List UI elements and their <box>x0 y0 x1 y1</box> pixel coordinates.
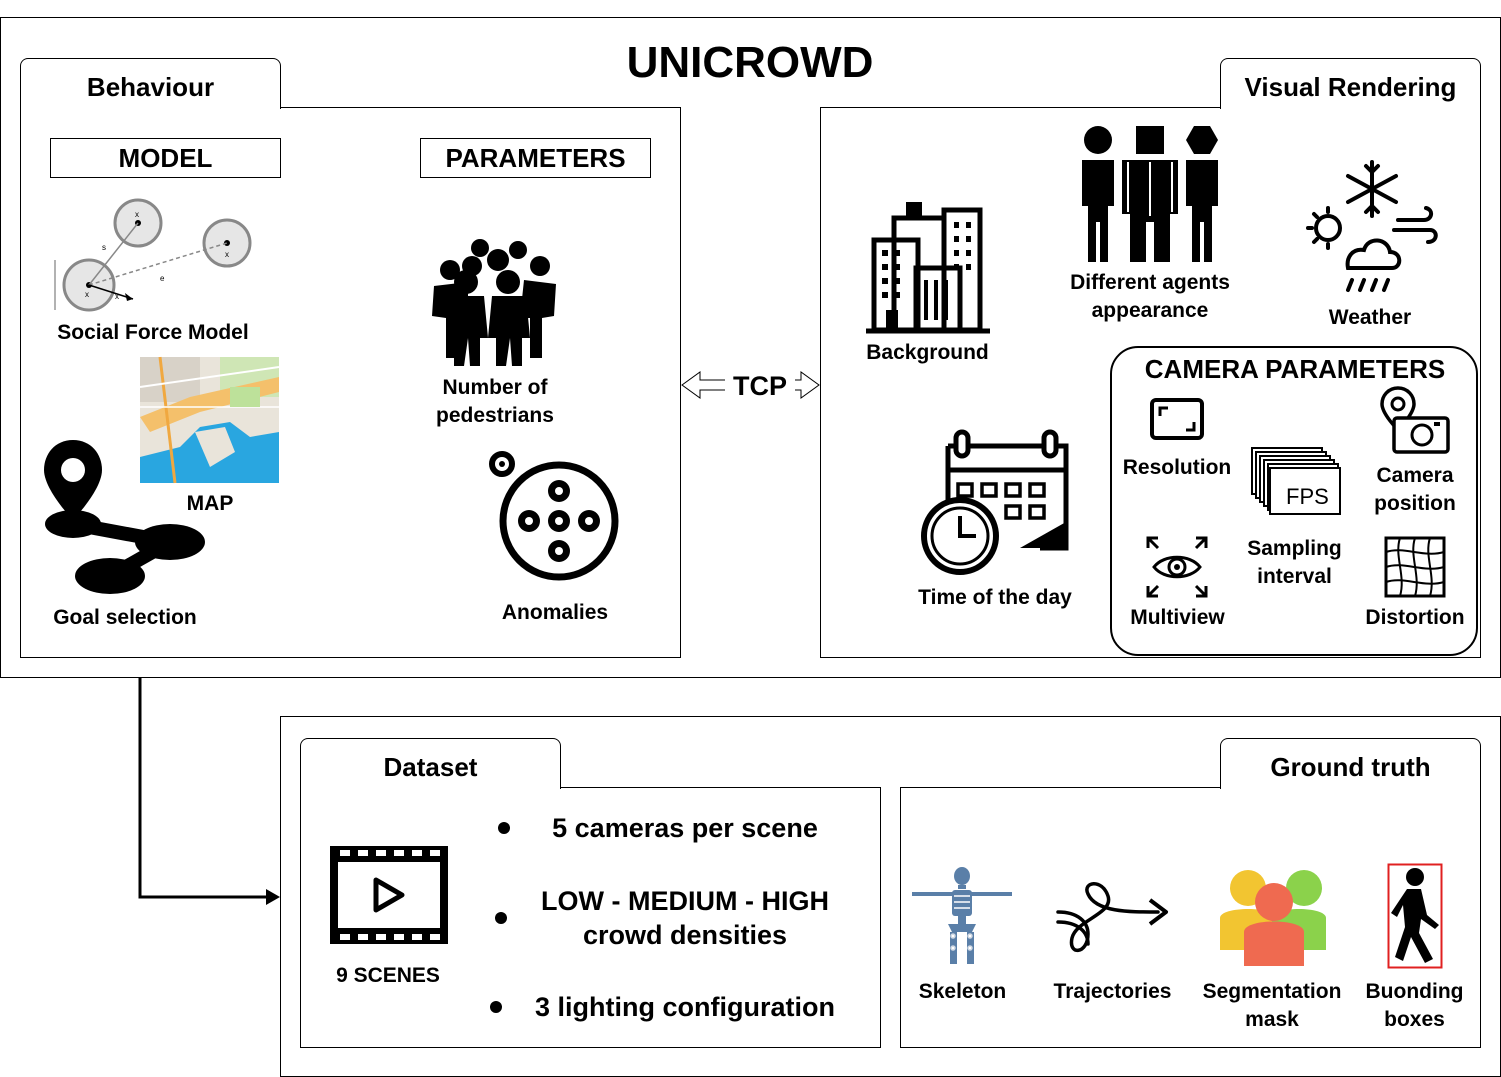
time-of-day-label: Time of the day <box>918 586 1072 609</box>
number-of-pedestrians-label: Number of pedestrians <box>436 376 554 427</box>
distortion-label: Distortion <box>1365 606 1465 629</box>
agents-appearance-label: Different agents appearance <box>1070 271 1230 322</box>
behaviour-tab: Behaviour <box>20 58 281 109</box>
main-title: UNICROWD <box>626 38 874 87</box>
ground-truth-tab: Ground truth <box>1220 738 1481 789</box>
segmentation-mask-label: Segmentation mask <box>1202 980 1342 1031</box>
skeleton-icon <box>912 867 1012 964</box>
anomalies-label: Anomalies <box>501 601 609 624</box>
model-header: MODEL <box>50 138 281 178</box>
bounding-box-icon <box>1387 863 1443 969</box>
agents-appearance-icon <box>1082 126 1218 262</box>
play-icon <box>373 877 405 913</box>
bullet-dot <box>495 912 507 924</box>
distortion-icon <box>1384 536 1446 598</box>
bounding-boxes-label: Buonding boxes <box>1365 980 1464 1031</box>
social-force-model-label: Social Force Model <box>57 321 249 344</box>
weather-label: Weather <box>1328 306 1412 329</box>
anomalies-icon <box>489 451 619 581</box>
camera-parameters-box <box>1110 346 1478 656</box>
svg-text:x: x <box>115 292 119 301</box>
multiview-icon <box>1146 536 1208 598</box>
weather-icon <box>1306 160 1438 292</box>
scenes-label: 9 SCENES <box>336 964 440 987</box>
fps-stack-icon: FPS <box>1251 447 1341 515</box>
ground-truth-panel <box>900 787 1481 1048</box>
tcp-label: TCP <box>725 370 795 402</box>
trajectories-label: Trajectories <box>1053 980 1172 1003</box>
camera-parameters-title: CAMERA PARAMETERS <box>1144 354 1446 384</box>
parameters-header: PARAMETERS <box>420 138 651 178</box>
buildings-icon <box>866 202 990 334</box>
map-label: MAP <box>186 492 234 515</box>
crowd-icon <box>432 239 556 366</box>
dataset-bullet-3: 3 lighting configuration <box>535 992 835 1022</box>
svg-text:x: x <box>225 250 229 259</box>
goal-selection-icon <box>44 440 205 594</box>
dataset-bullet-2: LOW - MEDIUM - HIGH crowd densities <box>541 886 829 950</box>
svg-text:x: x <box>135 210 139 219</box>
sampling-interval-label: Sampling interval <box>1247 537 1342 588</box>
trajectories-icon <box>1056 882 1168 952</box>
dataset-bullet-1: 5 cameras per scene <box>552 813 818 843</box>
social-force-diagram: x x x s e x <box>54 198 252 312</box>
multiview-label: Multiview <box>1130 606 1225 629</box>
calendar-clock-icon <box>921 429 1069 575</box>
video-icon <box>330 846 448 944</box>
svg-text:x: x <box>85 290 89 299</box>
background-label: Background <box>866 341 989 364</box>
fps-text: FPS <box>1286 484 1329 509</box>
bullet-dot <box>498 822 510 834</box>
map-icon <box>139 356 280 484</box>
goal-selection-label: Goal selection <box>53 606 197 629</box>
skeleton-label: Skeleton <box>918 980 1007 1003</box>
bullet-dot <box>490 1001 502 1013</box>
camera-position-label: Camera position <box>1374 464 1456 515</box>
camera-position-icon <box>1380 386 1450 454</box>
dataset-tab: Dataset <box>300 738 561 789</box>
flow-arrow <box>138 677 280 905</box>
segmentation-mask-icon <box>1220 870 1326 966</box>
svg-text:s: s <box>102 243 106 252</box>
visual-rendering-tab: Visual Rendering <box>1220 58 1481 109</box>
svg-text:e: e <box>160 274 165 283</box>
resolution-icon <box>1150 398 1204 440</box>
resolution-label: Resolution <box>1122 456 1232 479</box>
